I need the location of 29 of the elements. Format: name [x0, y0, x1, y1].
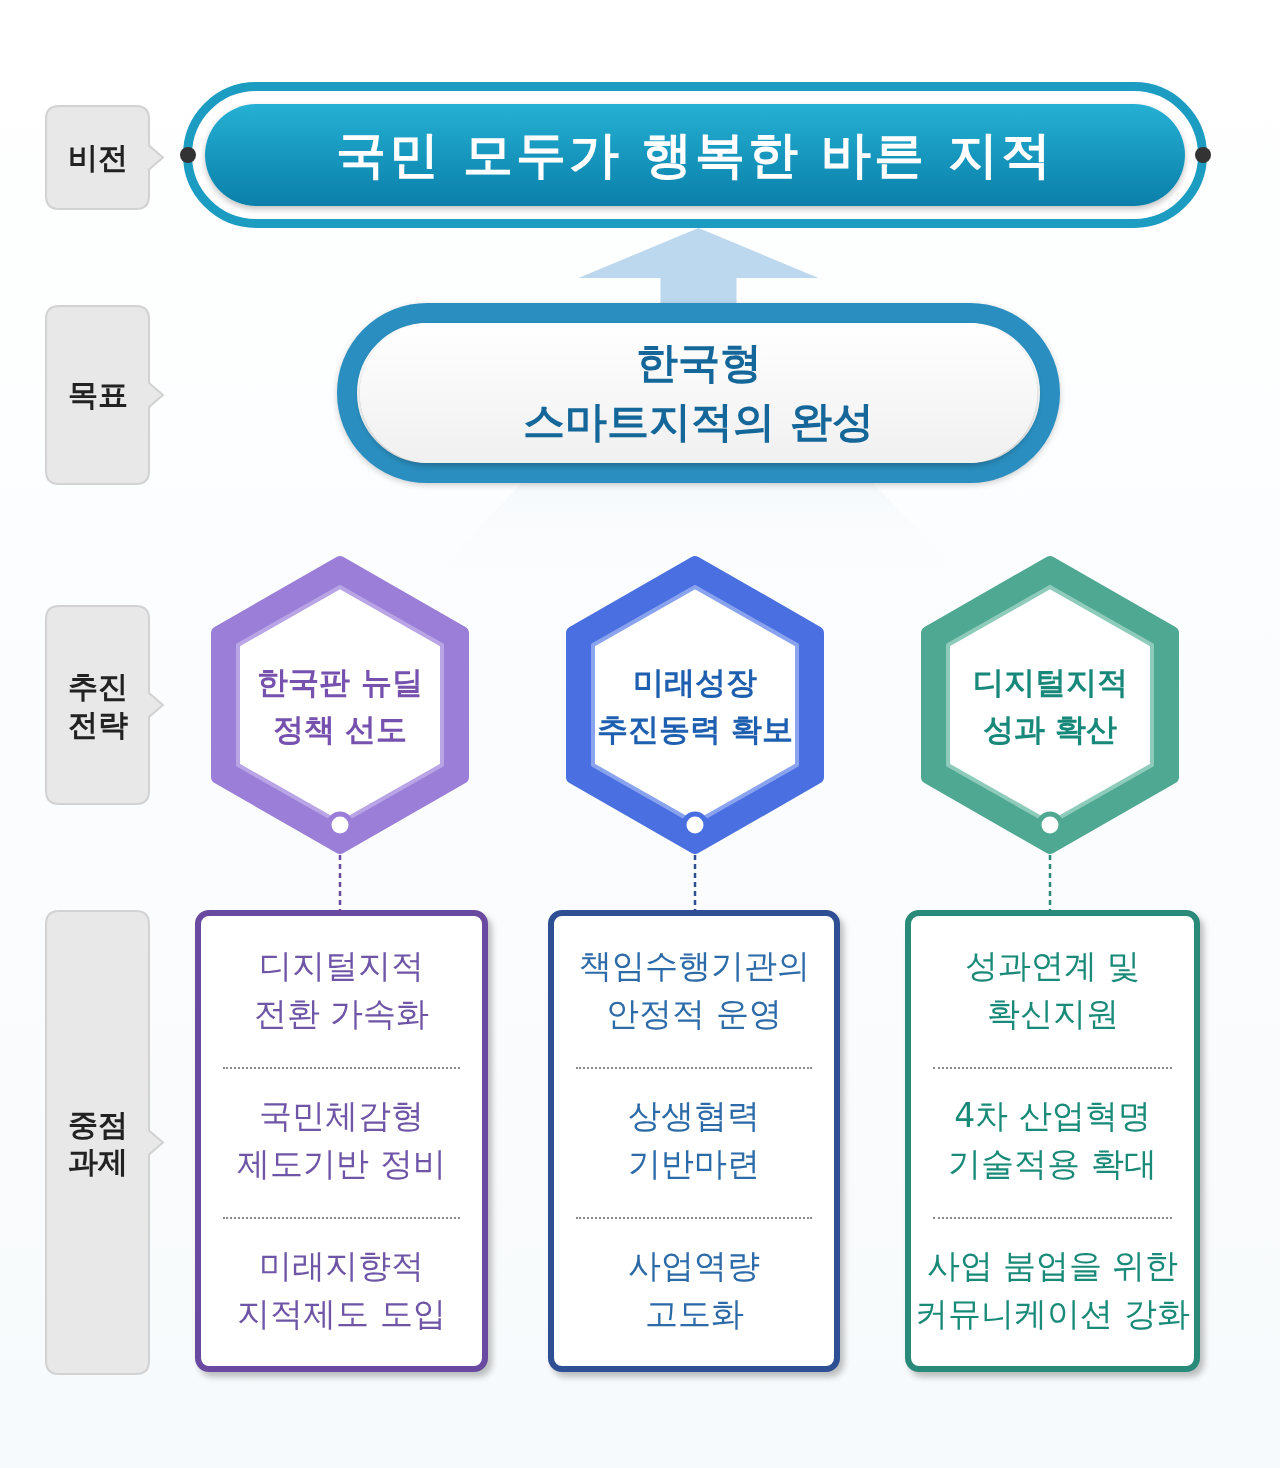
row-label: 중점 과제: [66, 1105, 129, 1180]
task-text: 책임수행기관의 안정적 운영: [577, 945, 811, 1035]
task-text: 미래지향적 지적제도 도입: [236, 1245, 447, 1335]
task-panel: [548, 910, 840, 1372]
strategy-text: 한국판 뉴딜 정책 선도: [256, 662, 424, 748]
vision-text: 국민 모두가 행복한 바른 지적: [335, 124, 1055, 186]
task-text: 성과연계 및 확신지원: [963, 945, 1142, 1035]
dashed-connector: [1048, 855, 1052, 910]
row-tab: [45, 605, 165, 805]
goal-text: 한국형 스마트지적의 완성: [522, 337, 875, 448]
task-text: 상생협력 기반마련: [627, 1095, 761, 1185]
row-tab: [45, 910, 165, 1375]
task-text: 디지털지적 전환 가속화: [252, 945, 431, 1035]
row-label: 목표: [66, 376, 129, 414]
dashed-connector: [338, 855, 342, 910]
block-arrow: [578, 228, 819, 303]
row-tab: [45, 105, 165, 210]
row-label: 추진 전략: [66, 667, 129, 743]
task-panel: [905, 910, 1200, 1372]
task-text: 사업역량 고도화: [627, 1245, 761, 1335]
strategy-text: 미래성장 추진동력 확보: [595, 662, 795, 748]
task-text: 국민체감형 제도기반 정비: [236, 1095, 447, 1185]
strategy-text: 디지털지적 성과 확산: [971, 662, 1129, 748]
task-panel: [195, 910, 488, 1372]
task-text: 4차 산업혁명 기술적용 확대: [947, 1095, 1158, 1185]
dashed-connector: [693, 855, 697, 910]
row-label: 비전: [66, 138, 129, 177]
row-tab: [45, 305, 165, 485]
task-text: 사업 붐업을 위한 커뮤니케이션 강화: [915, 1245, 1190, 1335]
